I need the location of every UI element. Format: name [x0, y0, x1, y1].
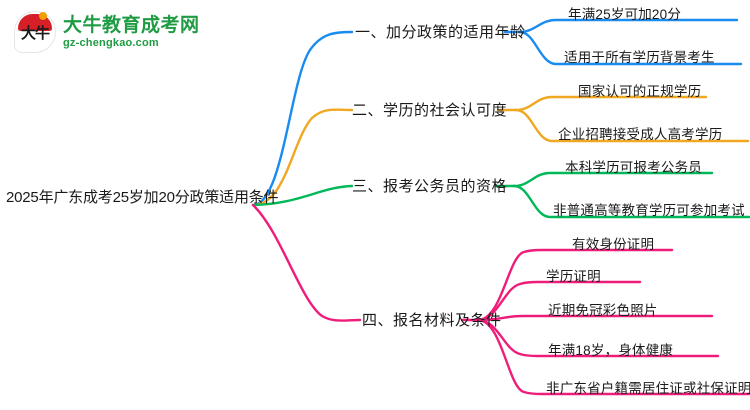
- logo-brand-cn: 大牛教育成考网: [63, 14, 200, 36]
- branch-3-child-2[interactable]: 非普通高等教育学历可参加考试: [553, 203, 745, 218]
- logo-wordmark: 大牛教育成考网 gz-chengkao.com: [63, 15, 200, 50]
- branch-2-label[interactable]: 二、学历的社会认可度: [352, 102, 508, 119]
- branch-4-child-2[interactable]: 学历证明: [546, 269, 601, 284]
- branch-3-label[interactable]: 三、报考公务员的资格: [352, 178, 508, 195]
- branch-4-child-3[interactable]: 近期免冠彩色照片: [548, 303, 658, 318]
- wire-root-branch-1: [251, 30, 354, 207]
- branch-1-label[interactable]: 一、加分政策的适用年龄: [355, 24, 526, 41]
- branch-1-child-1[interactable]: 年满25岁可加20分: [568, 7, 682, 22]
- branch-3-child-1[interactable]: 本科学历可报考公务员: [565, 160, 702, 175]
- logo-badge-icon: 大牛: [14, 11, 56, 53]
- logo-dot-shape: [39, 12, 47, 20]
- site-logo: 大牛 大牛教育成考网 gz-chengkao.com: [14, 10, 199, 54]
- branch-4-label[interactable]: 四、报名材料及条件: [362, 312, 502, 329]
- branch-4-child-1[interactable]: 有效身份证明: [572, 237, 655, 252]
- mindmap-root-label: 2025年广东成考25岁加20分政策适用条件: [6, 189, 279, 206]
- branch-2-child-2[interactable]: 企业招聘接受成人高考学历: [558, 127, 723, 142]
- logo-brand-en: gz-chengkao.com: [63, 36, 159, 49]
- branch-2-child-1[interactable]: 国家认可的正规学历: [578, 84, 702, 99]
- logo-badge-text: 大牛: [20, 25, 50, 42]
- branch-4-child-4[interactable]: 年满18岁，身体健康: [548, 343, 674, 358]
- wire-root-branch-4: [251, 203, 362, 322]
- branch-4-child-5[interactable]: 非广东省户籍需居住证或社保证明: [546, 381, 750, 396]
- branch-1-child-2[interactable]: 适用于所有学历背景考生: [564, 50, 715, 65]
